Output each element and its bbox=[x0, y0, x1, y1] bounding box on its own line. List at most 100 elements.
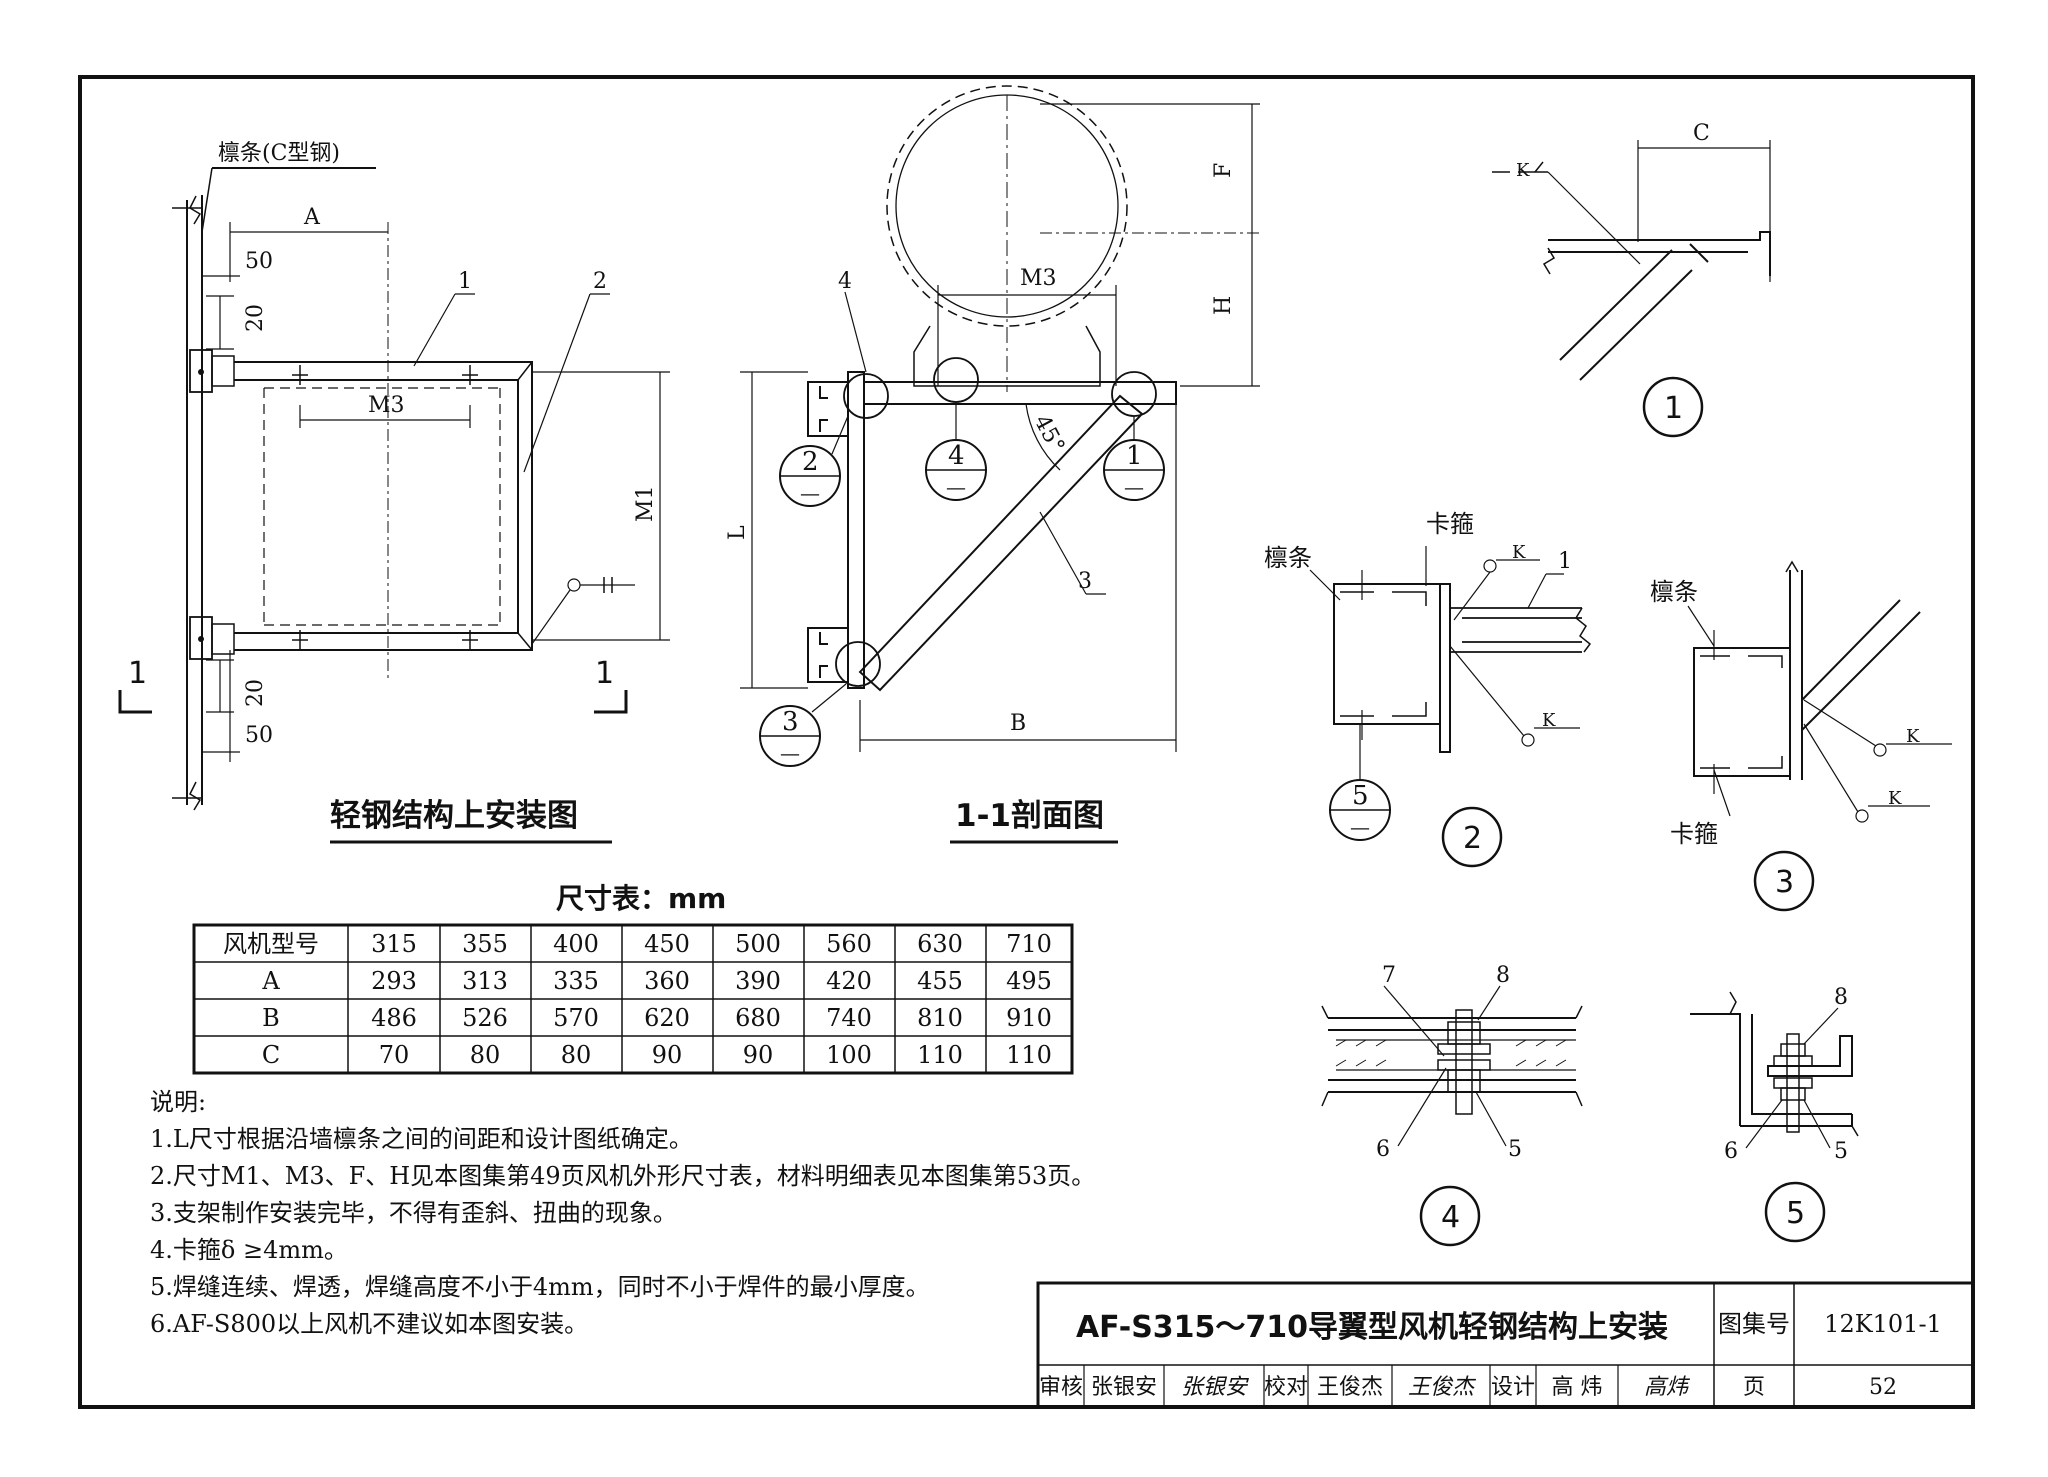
detail1-weld-K: K bbox=[1516, 160, 1530, 181]
review-label: 审核 bbox=[1039, 1375, 1083, 1400]
checker-name: 王俊杰 bbox=[1317, 1375, 1383, 1400]
detail4-label-7: 7 bbox=[1382, 963, 1396, 988]
table-header-cell: 400 bbox=[553, 930, 599, 958]
table-cell: 420 bbox=[826, 967, 872, 995]
sheet-border bbox=[78, 75, 1975, 1409]
table-cell: 680 bbox=[735, 1004, 781, 1032]
table-cell: 740 bbox=[826, 1004, 872, 1032]
note-item: 1.L尺寸根据沿墙檩条之间的间距和设计图纸确定。 bbox=[150, 1125, 693, 1153]
table-header-cell: 315 bbox=[371, 930, 417, 958]
section-title: 1-1剖面图 bbox=[955, 798, 1104, 834]
detail3-num: 3 bbox=[1775, 865, 1794, 900]
purlin-label: 檩条(C型钢) bbox=[218, 141, 340, 166]
table-cell: 495 bbox=[1006, 967, 1052, 995]
reviewer-signature: 张银安 bbox=[1181, 1375, 1249, 1400]
detailref-1-num: 1 bbox=[1126, 441, 1143, 471]
dim-B: B bbox=[1010, 711, 1026, 736]
table-header-cell: 500 bbox=[735, 930, 781, 958]
table-cell: 335 bbox=[553, 967, 599, 995]
dim-A: A bbox=[303, 205, 321, 230]
design-label: 设计 bbox=[1491, 1375, 1535, 1400]
notes: 说明: 1.L尺寸根据沿墙檩条之间的间距和设计图纸确定。 2.尺寸M1、M3、F… bbox=[150, 1088, 1095, 1338]
table-header-cell: 630 bbox=[917, 930, 963, 958]
table-cell: 293 bbox=[371, 967, 417, 995]
detail5-label-6: 6 bbox=[1724, 1139, 1738, 1164]
detail2-ref-num: 5 bbox=[1352, 781, 1369, 811]
detail2-weld1: K bbox=[1512, 542, 1526, 563]
reviewer-name: 张银安 bbox=[1091, 1375, 1157, 1400]
callout-4: 4 bbox=[838, 269, 852, 294]
designer-name: 高 炜 bbox=[1552, 1375, 1603, 1400]
atlas-number: 12K101-1 bbox=[1824, 1310, 1942, 1338]
table-header-cell: 560 bbox=[826, 930, 872, 958]
detail3-clamp: 卡箍 bbox=[1670, 820, 1718, 848]
table-header-cell: 450 bbox=[644, 930, 690, 958]
table-cell: 110 bbox=[917, 1041, 963, 1069]
table-cell: 313 bbox=[462, 967, 508, 995]
table-cell: 360 bbox=[644, 967, 690, 995]
table-cell: 90 bbox=[743, 1041, 774, 1069]
section-view: F H M3 45° L B 4 bbox=[725, 85, 1260, 844]
table-cell: 80 bbox=[470, 1041, 501, 1069]
page-label: 页 bbox=[1743, 1375, 1765, 1400]
detail-5: 8 6 5 5 bbox=[1690, 985, 1859, 1243]
table-cell: 90 bbox=[652, 1041, 683, 1069]
table-cell: 70 bbox=[379, 1041, 410, 1069]
detail2-weld2: K bbox=[1542, 710, 1556, 731]
note-item: 5.焊缝连续、焊透，焊缝高度不小于4mm，同时不小于焊件的最小厚度。 bbox=[150, 1273, 930, 1301]
table-cell: 100 bbox=[826, 1041, 872, 1069]
table-cell: 570 bbox=[553, 1004, 599, 1032]
table-cell: 455 bbox=[917, 967, 963, 995]
checker-signature: 王俊杰 bbox=[1408, 1375, 1477, 1400]
table-title: 尺寸表：mm bbox=[556, 882, 726, 915]
detailref-2-num: 2 bbox=[802, 447, 819, 477]
table-cell: 620 bbox=[644, 1004, 690, 1032]
callout-3: 3 bbox=[1078, 569, 1092, 594]
table-cell: 810 bbox=[917, 1004, 963, 1032]
dim-M1: M1 bbox=[633, 485, 658, 522]
detail2-num: 2 bbox=[1463, 821, 1482, 856]
dim-M3: M3 bbox=[368, 393, 405, 418]
detail2-callout: 1 bbox=[1558, 549, 1572, 574]
dim-F: F bbox=[1211, 163, 1236, 178]
designer-signature: 高炜 bbox=[1644, 1375, 1691, 1400]
section-mark-right: 1 bbox=[595, 656, 614, 691]
callout-2: 2 bbox=[593, 269, 607, 294]
table-header-cell: 355 bbox=[462, 930, 508, 958]
check-label: 校对 bbox=[1264, 1375, 1308, 1400]
atlas-label: 图集号 bbox=[1718, 1310, 1790, 1338]
elevation-view: 檩条(C型钢) A 50 20 bbox=[118, 141, 670, 844]
dim-M3-section: M3 bbox=[1020, 266, 1057, 291]
detail1-dim-C: C bbox=[1693, 121, 1710, 146]
detail5-label-8: 8 bbox=[1834, 985, 1848, 1010]
dim-angle: 45° bbox=[1029, 411, 1069, 457]
detail1-num: 1 bbox=[1664, 391, 1683, 426]
detailref-4-sheet: — bbox=[946, 475, 966, 499]
table-cell: 910 bbox=[1006, 1004, 1052, 1032]
table-cell: 80 bbox=[561, 1041, 592, 1069]
dim-20-bottom: 20 bbox=[243, 679, 268, 707]
detail2-purlin: 檩条 bbox=[1264, 544, 1312, 572]
section-mark-left: 1 bbox=[128, 656, 147, 691]
detailref-4-num: 4 bbox=[948, 441, 965, 471]
detailref-3-sheet: — bbox=[780, 741, 800, 765]
dim-L: L bbox=[725, 525, 750, 540]
table-cell: 486 bbox=[371, 1004, 417, 1032]
detailref-3-num: 3 bbox=[782, 707, 799, 737]
note-item: 3.支架制作安装完毕，不得有歪斜、扭曲的现象。 bbox=[150, 1199, 677, 1227]
table-header-cell: 710 bbox=[1006, 930, 1052, 958]
table-header-cell: 风机型号 bbox=[223, 930, 319, 958]
drawing-title: AF-S315～710导翼型风机轻钢结构上安装 bbox=[1076, 1310, 1668, 1345]
table-cell: A bbox=[261, 967, 280, 995]
note-item: 6.AF-S800以上风机不建议如本图安装。 bbox=[150, 1310, 588, 1338]
detail-3: 檩条 K K 卡箍 3 bbox=[1650, 560, 1952, 912]
note-item: 2.尺寸M1、M3、F、H见本图集第49页风机外形尺寸表，材料明细表见本图集第5… bbox=[150, 1162, 1095, 1190]
detail4-num: 4 bbox=[1441, 1200, 1460, 1235]
title-block: AF-S315～710导翼型风机轻钢结构上安装 图集号 12K101-1 审核 … bbox=[1036, 1281, 1975, 1409]
note-item: 4.卡箍δ ≥4mm。 bbox=[150, 1236, 348, 1264]
elevation-title: 轻钢结构上安装图 bbox=[330, 798, 578, 834]
table-cell: B bbox=[262, 1004, 280, 1032]
detail3-purlin: 檩条 bbox=[1650, 578, 1698, 606]
detail4-label-8: 8 bbox=[1496, 963, 1510, 988]
